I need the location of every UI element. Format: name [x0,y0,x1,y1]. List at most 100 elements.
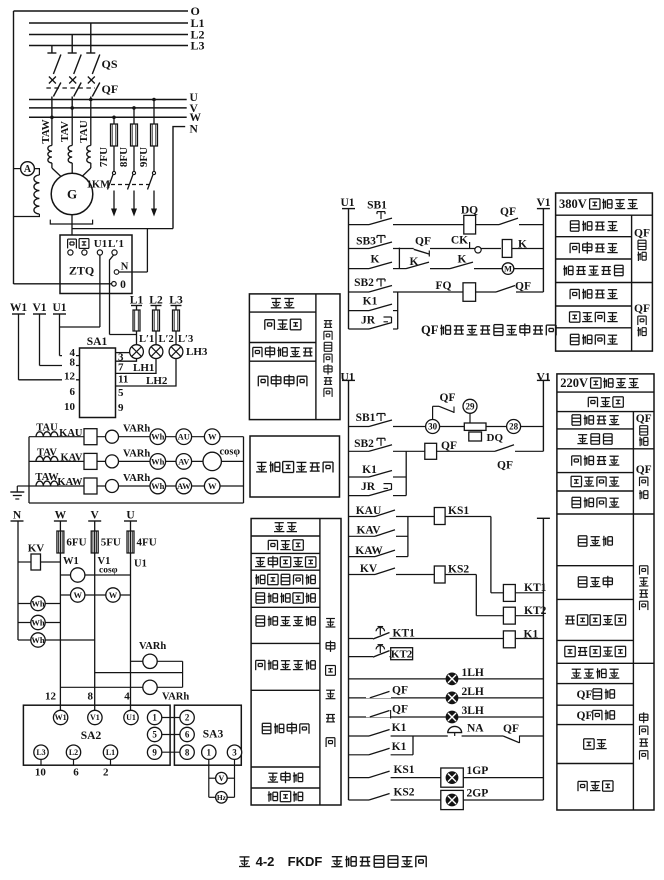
svg-text:10: 10 [35,767,47,779]
svg-text:L3: L3 [191,39,205,53]
svg-text:2GP: 2GP [467,787,489,799]
svg-text:SA3: SA3 [203,728,224,740]
svg-text:6FU: 6FU [66,537,86,549]
svg-text:TAW: TAW [35,472,59,483]
svg-text:L1: L1 [106,748,115,757]
svg-text:K1: K1 [524,628,539,640]
svg-text:K1: K1 [392,722,407,734]
svg-text:LH3: LH3 [186,346,208,358]
svg-text:KS1: KS1 [393,764,414,776]
svg-text:V: V [190,103,199,115]
svg-text:VARh: VARh [123,448,150,459]
svg-text:W1: W1 [10,302,28,314]
svg-text:QF: QF [634,303,650,315]
svg-text:K: K [410,256,419,268]
svg-text:QF: QF [392,684,408,696]
svg-text:W: W [109,590,118,600]
svg-text:QF: QF [392,703,408,715]
svg-text:K: K [518,239,527,251]
svg-text:QF: QF [636,413,652,425]
svg-text:L2: L2 [69,748,78,757]
svg-text:W1: W1 [55,713,67,722]
svg-text:3: 3 [232,747,237,757]
svg-text:Wh: Wh [151,456,165,466]
svg-text:QF: QF [577,710,593,722]
svg-text:K1: K1 [362,464,377,476]
svg-text:KV: KV [28,543,45,555]
svg-text:KS2: KS2 [448,563,469,575]
svg-text:QF: QF [497,459,513,471]
svg-text:12: 12 [64,371,76,383]
svg-text:U1: U1 [340,371,354,383]
svg-text:DQ: DQ [487,432,504,444]
svg-text:4: 4 [124,691,130,703]
svg-text:QF: QF [634,228,650,240]
svg-text:LH2: LH2 [146,375,168,387]
svg-text:VARh: VARh [123,473,150,484]
svg-text:6: 6 [185,730,190,740]
svg-text:W1: W1 [63,556,79,567]
svg-text:2: 2 [185,713,190,723]
svg-text:2: 2 [103,767,109,779]
svg-text:L′1: L′1 [108,238,124,250]
svg-text:cosφ: cosφ [99,566,118,576]
svg-text:KT2: KT2 [391,648,413,660]
svg-text:K1: K1 [392,741,407,753]
svg-text:KS1: KS1 [448,505,469,517]
svg-text:1: 1 [152,713,157,723]
svg-text:LH1: LH1 [133,362,154,374]
svg-text:V: V [219,774,225,783]
svg-text:QF: QF [102,82,119,96]
svg-text:NA: NA [467,722,484,734]
svg-text:L3: L3 [36,748,45,757]
svg-text:9FU: 9FU [138,147,150,167]
svg-text:QF: QF [577,689,593,701]
svg-text:FQ: FQ [436,280,452,292]
svg-text:N: N [190,123,199,135]
svg-text:30: 30 [428,422,438,432]
svg-text:6: 6 [70,386,76,398]
svg-text:W: W [208,432,217,442]
svg-text:VARh: VARh [139,641,166,652]
svg-text:L′2: L′2 [159,334,174,345]
svg-text:L′3: L′3 [178,334,193,345]
svg-text:A: A [24,164,32,175]
svg-text:3LH: 3LH [462,705,484,717]
svg-text:SB2: SB2 [354,438,374,450]
svg-text:JR: JR [361,481,376,493]
svg-text:1KM: 1KM [87,180,110,191]
svg-text:28: 28 [509,422,519,432]
svg-text:U1: U1 [134,559,147,570]
svg-text:U1: U1 [340,197,354,209]
svg-text:KT1: KT1 [524,582,547,594]
svg-text:QF: QF [421,323,439,337]
svg-text:QF: QF [440,392,456,404]
svg-text:11: 11 [118,374,128,386]
svg-text:1GP: 1GP [467,765,489,777]
svg-text:QF: QF [503,723,519,735]
svg-text:cosφ: cosφ [220,447,241,458]
svg-text:V: V [91,509,100,521]
svg-text:AW: AW [177,481,191,491]
svg-text:TAV: TAV [59,121,71,142]
svg-text:12: 12 [45,691,57,703]
svg-text:Wh: Wh [31,635,45,645]
svg-text:U: U [190,92,199,104]
svg-text:V1: V1 [536,197,550,209]
svg-text:K: K [371,253,380,265]
svg-text:U1: U1 [94,238,107,250]
svg-text:V1: V1 [90,713,100,722]
svg-text:V1: V1 [98,556,111,567]
svg-text:TAU: TAU [78,120,90,142]
svg-text:U1: U1 [52,302,66,314]
svg-text:Hz: Hz [217,793,227,802]
svg-text:N: N [121,262,129,273]
svg-text:5: 5 [118,387,124,399]
svg-text:29: 29 [466,401,476,411]
svg-text:QS: QS [102,57,118,71]
svg-text:7: 7 [118,362,124,374]
svg-text:4-2: 4-2 [256,854,275,869]
svg-text:L2: L2 [149,294,163,306]
svg-text:KAW: KAW [355,545,383,557]
svg-text:KAV: KAV [61,453,83,464]
